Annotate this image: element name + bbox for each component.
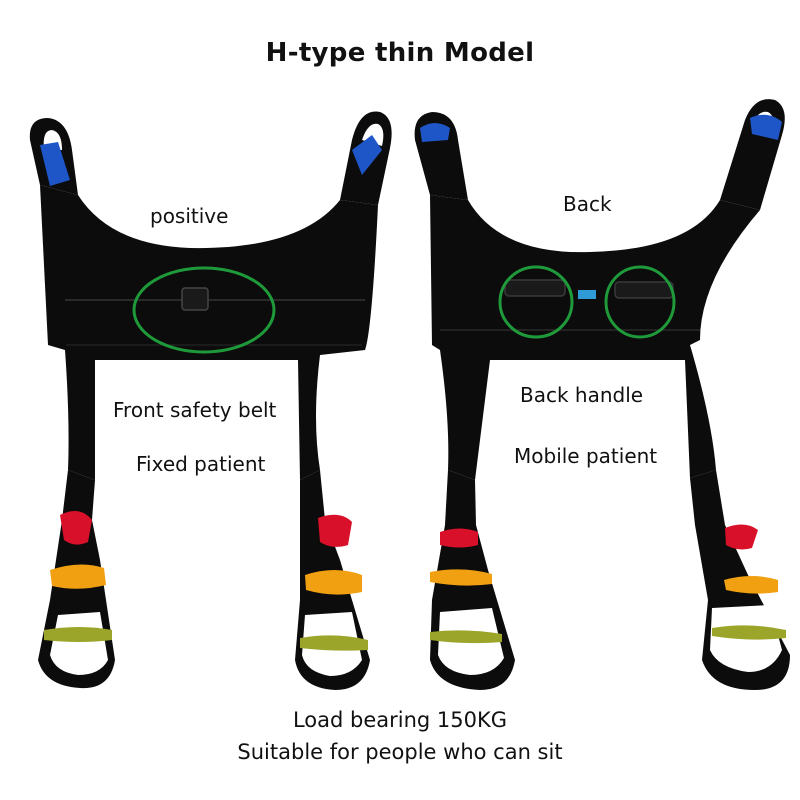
back-right-olive-strap <box>712 625 786 640</box>
page-title: H-type thin Model <box>265 38 535 68</box>
back-left-red-strap <box>440 528 478 548</box>
front-right-olive-strap <box>300 635 368 651</box>
back-label-tag <box>578 290 596 299</box>
back-top-left-blue-strap <box>420 123 450 142</box>
front-left-orange-strap <box>50 564 106 589</box>
suitability-text: Suitable for people who can sit <box>237 740 563 764</box>
back-sling-body <box>430 195 760 480</box>
front-side-label: positive <box>150 204 229 228</box>
back-right-handle-highlight-ring <box>604 265 676 339</box>
back-feature-label: Back handle <box>520 383 644 407</box>
back-top-right-loop <box>720 99 785 210</box>
back-left-olive-strap <box>430 630 502 644</box>
load-bearing-text: Load bearing 150KG <box>292 708 508 732</box>
front-use-label: Fixed patient <box>136 452 266 476</box>
front-belt-buckle <box>181 287 209 311</box>
front-sling-body <box>40 185 378 480</box>
front-sling <box>29 111 392 690</box>
back-use-label: Mobile patient <box>514 444 658 468</box>
front-top-right-blue-strap <box>352 135 382 175</box>
front-top-left-blue-strap <box>40 142 70 186</box>
back-sling <box>414 99 790 690</box>
back-right-orange-strap <box>724 576 778 594</box>
back-left-handle-highlight-ring <box>498 265 574 339</box>
front-left-olive-strap <box>44 627 112 642</box>
back-right-handle <box>614 281 674 299</box>
back-left-handle <box>504 279 566 297</box>
front-right-orange-strap <box>305 570 362 595</box>
front-belt-highlight-ring <box>132 266 276 354</box>
front-left-red-strap <box>60 511 92 545</box>
back-side-label: Back <box>563 192 612 216</box>
front-feature-label: Front safety belt <box>113 398 277 422</box>
back-left-orange-strap <box>430 569 492 586</box>
back-right-red-strap <box>725 524 758 550</box>
back-top-right-blue-strap <box>750 114 782 140</box>
front-right-red-strap <box>318 514 352 547</box>
